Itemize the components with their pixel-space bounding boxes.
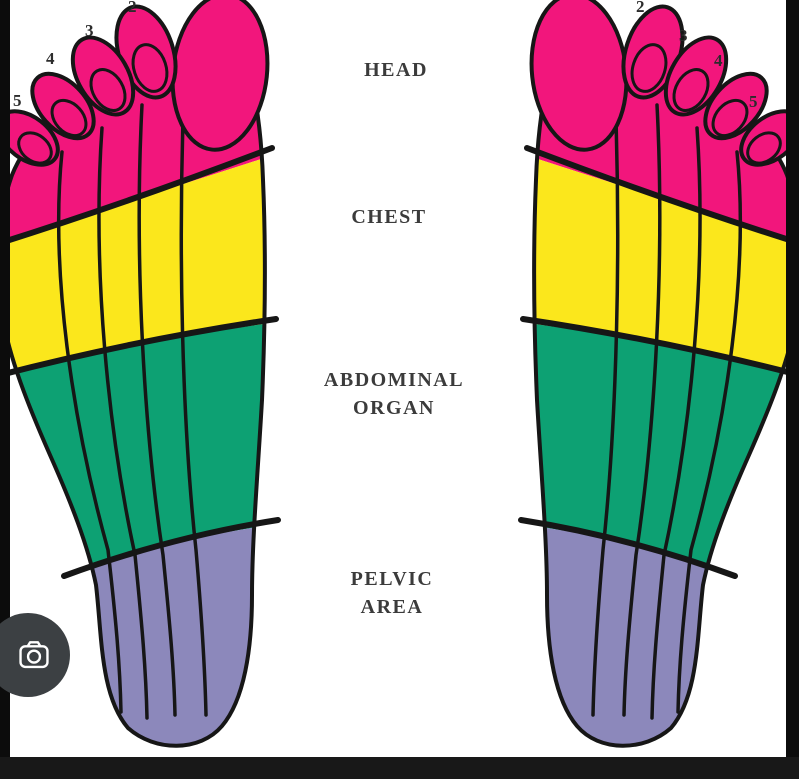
zone-label-pelvic-line2: AREA xyxy=(360,596,424,618)
left-letterbox-bar xyxy=(0,0,10,779)
toe-number: 2 xyxy=(636,0,645,16)
camera-icon xyxy=(19,641,49,669)
toe-number: 5 xyxy=(13,91,22,110)
zone-label-pelvic-line1: PELVIC xyxy=(350,568,434,590)
right-foot xyxy=(504,0,799,779)
zone-label-abdominal-line2: ORGAN xyxy=(353,397,435,419)
toe-number: 5 xyxy=(749,92,758,111)
zone-label-head: HEAD xyxy=(364,59,428,81)
lens-camera-button[interactable] xyxy=(0,613,70,697)
toe-number: 3 xyxy=(679,26,688,45)
toe-number: 4 xyxy=(46,49,55,68)
zone-label-abdominal: ABDOMINAL ORGAN xyxy=(324,366,464,422)
zone-label-abdominal-line1: ABDOMINAL xyxy=(323,369,465,391)
bottom-bar xyxy=(0,757,799,779)
zone-label-chest: CHEST xyxy=(351,206,427,228)
toe-number: 3 xyxy=(85,21,94,40)
right-letterbox-bar xyxy=(786,0,799,779)
zone-label-pelvic: PELVIC AREA xyxy=(351,565,434,621)
toe-number: 2 xyxy=(128,0,137,16)
toe-number: 4 xyxy=(714,51,723,70)
